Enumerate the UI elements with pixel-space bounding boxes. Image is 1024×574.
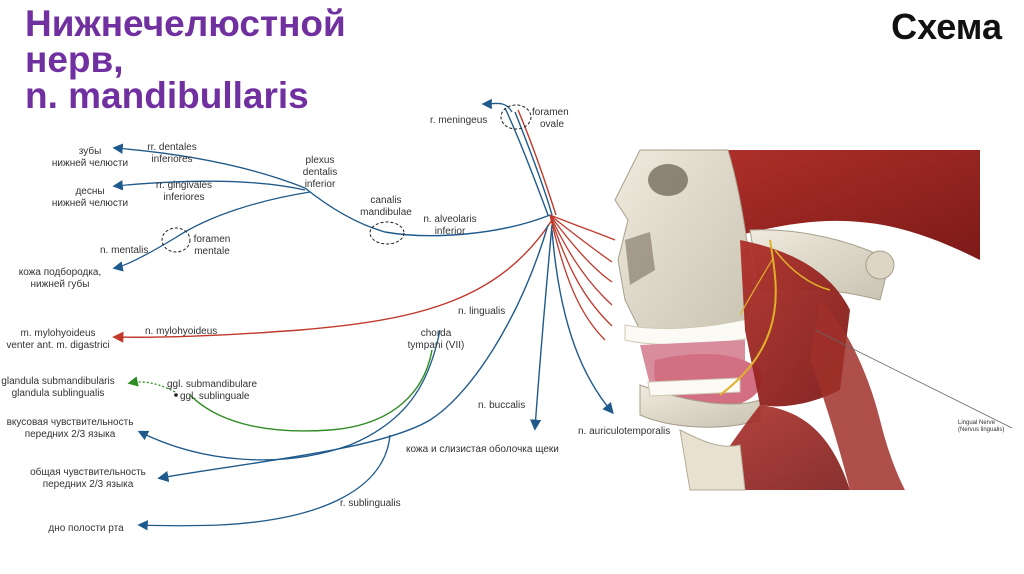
n-alveolaris-inferior-branch [304, 187, 551, 237]
rr-dentales-branch [112, 143, 306, 189]
head-anatomy-image [612, 149, 1013, 491]
label-plexus-1: plexus [306, 155, 335, 166]
label-taste-2: передних 2/3 языка [25, 429, 116, 440]
label-skin-chin-1: кожа подбородка, [19, 266, 102, 278]
label-foramen-mentale-1: foramen [194, 234, 231, 245]
label-ggl-1: ggl. submandibulare [167, 379, 257, 390]
schema-label: Схема [891, 6, 1002, 47]
label-n-lingualis: n. lingualis [458, 306, 505, 317]
chorda-tympani-branch [189, 349, 433, 432]
title-line-1: Нижнечелюстной [25, 3, 346, 44]
label-rr-dentales-1: rr. dentales [147, 142, 196, 153]
r-meningeus-branch [481, 98, 513, 113]
label-n-mentalis: n. mentalis [100, 245, 148, 256]
label-taste-1: вкусовая чувствительность [7, 417, 134, 428]
canalis-mandibulae-circle [369, 221, 405, 245]
main-trunk [504, 107, 553, 216]
label-canalis-1: canalis [370, 195, 401, 206]
label-floor: дно полости рта [48, 523, 124, 534]
page-title: Нижнечелюстной нерв, n. mandibullaris [25, 3, 346, 116]
label-cheek: кожа и слизистая оболочка щеки [406, 443, 559, 455]
label-canalis-2: mandibulae [360, 207, 412, 218]
title-line-2: нерв, [25, 39, 124, 80]
label-gums-2: нижней челюсти [52, 198, 128, 209]
label-r-meningeus: r. meningeus [430, 115, 487, 126]
label-rr-dentales-2: inferiores [151, 154, 192, 165]
label-rr-gingivales-2: inferiores [163, 192, 204, 203]
chorda-to-ganglion [127, 376, 176, 393]
label-mylohyoideus-target-1: m. mylohyoideus [20, 328, 95, 339]
ganglion-dot [174, 393, 178, 397]
label-teeth-2: нижней челюсти [52, 158, 128, 169]
label-foramen-ovale-1: foramen [532, 107, 569, 118]
label-chorda-2: tympani (VII) [408, 340, 465, 351]
label-n-mylohyoideus: n. mylohyoideus [145, 326, 217, 337]
label-n-buccalis: n. buccalis [478, 400, 525, 411]
label-chorda-1: chorda [421, 328, 452, 339]
label-r-sublingualis: r. sublingualis [340, 498, 401, 509]
r-sublingualis-branch [137, 434, 391, 531]
label-general-1: общая чувствительность [30, 466, 146, 478]
label-mylohyoideus-target-2: venter ant. m. digastrici [6, 340, 109, 351]
label-gums-1: десны [75, 186, 104, 197]
label-teeth-1: зубы [79, 145, 102, 157]
label-rr-gingivales-1: rr. gingivales [156, 180, 212, 191]
motor-branches-fan [549, 214, 616, 341]
label-glandula-2: glandula sublingualis [12, 388, 105, 399]
label-foramen-ovale-2: ovale [540, 119, 564, 130]
label-ggl-2: ggl. sublinguale [180, 391, 250, 402]
motor-trunk [517, 109, 557, 216]
label-general-2: передних 2/3 языка [43, 479, 134, 490]
label-alveolaris-2: inferior [435, 226, 466, 237]
rr-gingivales-branch [112, 180, 306, 191]
title-line-3: n. mandibullaris [25, 75, 309, 116]
label-glandula-1: glandula submandibularis [1, 376, 114, 387]
taste-branch [137, 329, 441, 461]
label-n-auriculotemporalis: n. auriculotemporalis [578, 426, 670, 437]
n-buccalis-branch [530, 224, 553, 431]
image-label-nervus-lingualis: (Nervus lingualis) [958, 427, 1004, 433]
foramen-ovale-circle [500, 104, 532, 130]
foramen-mentale-circle [161, 227, 191, 253]
image-label-lingual-nerve: Lingual Nerve [958, 420, 996, 426]
n-auriculotemporalis-branch [551, 229, 614, 415]
label-alveolaris-1: n. alveolaris [423, 214, 476, 225]
label-foramen-mentale-2: mentale [194, 246, 230, 257]
n-mentalis-branch [112, 191, 311, 272]
label-skin-chin-2: нижней губы [31, 278, 90, 290]
label-plexus-3: inferior [305, 179, 336, 190]
n-mylohyoideus-branch [112, 219, 553, 343]
label-plexus-2: dentalis [303, 167, 337, 178]
n-lingualis-branch [157, 224, 549, 483]
